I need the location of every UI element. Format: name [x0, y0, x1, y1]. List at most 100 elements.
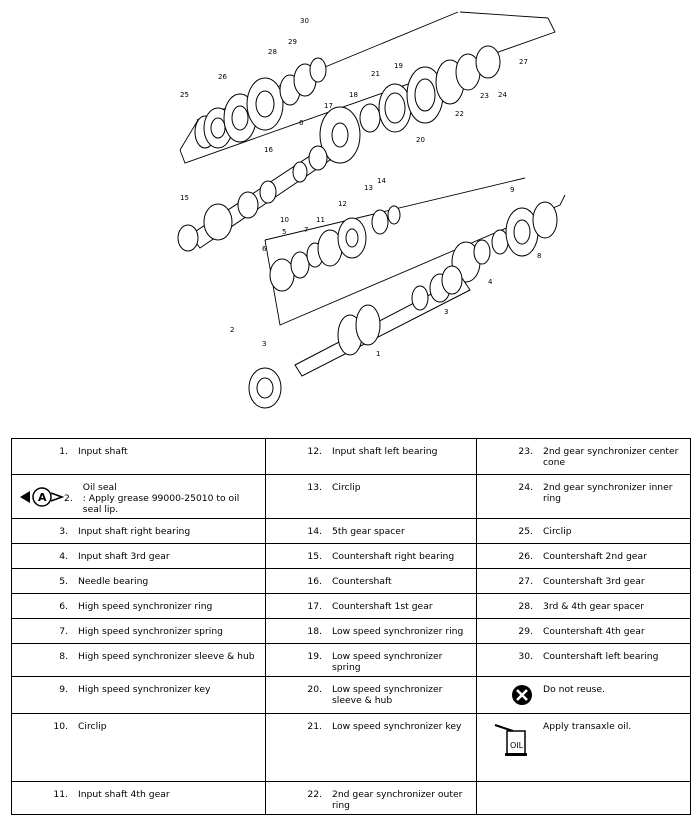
legend-item-number: 10.	[53, 721, 68, 732]
oil-can-icon: OIL	[493, 721, 533, 760]
legend-cell: 9.High speed synchronizer key	[11, 676, 266, 714]
legend-cell: 10. Circlip	[11, 713, 266, 782]
callout-15: 15	[180, 194, 189, 202]
legend-item-number: 16.	[307, 576, 322, 587]
callout-28: 28	[268, 48, 277, 56]
legend-item-number: 6.	[59, 601, 68, 612]
legend-item-number: 5.	[59, 576, 68, 587]
legend-cell: 18.Low speed synchronizer ring	[265, 618, 477, 644]
legend-item-label: Circlip	[78, 721, 107, 732]
grease-a-icon: A	[18, 485, 65, 512]
legend-item-number: 14.	[307, 526, 322, 537]
input-shaft-middle-parts	[269, 201, 558, 292]
legend-item-label: Low speed synchronizer key	[332, 721, 462, 732]
legend-item-label: 2nd gear synchronizer center cone	[543, 446, 679, 468]
legend-item-label: Input shaft 3rd gear	[78, 551, 170, 562]
legend-cell: 3.Input shaft right bearing	[11, 518, 266, 544]
callout-14: 14	[377, 177, 386, 185]
legend-row: 6.High speed synchronizer ring 17. Counter…	[11, 593, 691, 619]
callout-2: 2	[230, 326, 234, 334]
legend-cell: 26.Countershaft 2nd gear	[476, 543, 691, 569]
legend-item-label: Low speed synchronizer sleeve & hub	[332, 684, 443, 706]
legend-item-label: Input shaft	[78, 446, 128, 457]
legend-row: 3.Input shaft right bearing 14. 5th gear s…	[11, 518, 691, 544]
legend-cell: 4. Input shaft 3rd gear	[11, 543, 266, 569]
callout-9: 9	[510, 186, 514, 194]
callout-19: 19	[394, 62, 403, 70]
callout-30: 30	[300, 17, 309, 25]
callout-20: 20	[416, 136, 425, 144]
callout-5: 5	[282, 228, 286, 236]
callout-24: 24	[498, 91, 507, 99]
legend-item-number: 17.	[307, 601, 322, 612]
legend-item-number: 4.	[59, 551, 68, 562]
legend-item-label: Countershaft 1st gear	[332, 601, 433, 612]
legend-item-label: Countershaft left bearing	[543, 651, 659, 662]
legend-cell: 13.Circlip	[265, 474, 477, 519]
callout-25: 25	[180, 91, 189, 99]
legend-cell: 11.Input shaft 4th gear	[11, 781, 266, 815]
callout-7: 7	[304, 226, 308, 234]
legend-item-label: Countershaft 4th gear	[543, 626, 645, 637]
legend-item-label: 5th gear spacer	[332, 526, 405, 537]
legend-item-number: 22.	[307, 789, 322, 800]
legend-cell: 17. Countershaft 1st gear	[265, 593, 477, 619]
legend-cell: 27.Countershaft 3rd gear	[476, 568, 691, 594]
legend-item-label: Needle bearing	[78, 576, 149, 587]
callout-6: 6	[262, 245, 267, 253]
legend-cell: 7.High speed synchronizer spring	[11, 618, 266, 644]
legend-item-number: 8.	[59, 651, 68, 662]
callout-8: 8	[537, 252, 541, 260]
callout-4: 4	[488, 278, 493, 286]
callout-6b: 6	[299, 119, 304, 127]
legend-item-label: High speed synchronizer sleeve & hub	[78, 651, 255, 662]
callout-16: 16	[264, 146, 273, 154]
legend-item-number: 12.	[307, 446, 322, 457]
legend-cell: 23.2nd gear synchronizer center cone	[476, 438, 691, 475]
callout-1: 1	[376, 350, 380, 358]
legend-item-number: 30.	[518, 651, 533, 662]
legend-item-number: OIL	[483, 721, 543, 760]
callout-21: 21	[371, 70, 380, 78]
legend-item-label: High speed synchronizer spring	[78, 626, 223, 637]
legend-cell: 5. Needle bearing	[11, 568, 266, 594]
legend-item-label: Do not reuse.	[543, 684, 605, 695]
callout-29: 29	[288, 38, 297, 46]
legend-item-label: Circlip	[332, 482, 361, 493]
legend-cell: 6.High speed synchronizer ring	[11, 593, 266, 619]
legend-cell: 15.Countershaft right bearing	[265, 543, 477, 569]
legend-item-label: Countershaft	[332, 576, 392, 587]
svg-text:OIL: OIL	[510, 741, 524, 750]
legend-cell: 28.3rd & 4th gear spacer	[476, 593, 691, 619]
legend-item-number: 20.	[307, 684, 322, 695]
legend-row: 5. Needle bearing 16. Countershaft 27.Counte…	[11, 568, 691, 594]
callout-11: 11	[316, 216, 325, 224]
legend-cell: 19. Low speed synchronizer spring	[265, 643, 477, 677]
callout-17: 17	[324, 102, 333, 110]
legend-item-label: Countershaft 2nd gear	[543, 551, 647, 562]
legend-item-number: 1.	[59, 446, 68, 457]
exploded-diagram: 1 2 3 3 4 5 6 6 7 8 9 10 11 12 13 14 15 …	[177, 11, 566, 409]
callout-3: 3	[262, 340, 266, 348]
callout-10: 10	[280, 216, 289, 224]
legend-item-number: 29.	[518, 626, 533, 637]
legend-cell: 29. Countershaft 4th gear	[476, 618, 691, 644]
callout-3b: 3	[444, 308, 448, 316]
legend-item-number: 24.	[518, 482, 533, 493]
legend-item-number: 27.	[518, 576, 533, 587]
callout-18: 18	[349, 91, 358, 99]
legend-item-number: 19.	[307, 651, 322, 662]
legend-cell: 16. Countershaft	[265, 568, 477, 594]
legend-cell: 12. Input shaft left bearing	[265, 438, 477, 475]
legend-row: 4. Input shaft 3rd gear 15.Countershaft ri…	[11, 543, 691, 569]
input-shaft	[248, 265, 471, 409]
legend-item-number: 11.	[53, 789, 68, 800]
legend-item-number: 25.	[518, 526, 533, 537]
legend-cell: 8. High speed synchronizer sleeve & hub	[11, 643, 266, 677]
legend-item-label: Input shaft left bearing	[332, 446, 438, 457]
legend-item-label: 2nd gear synchronizer inner ring	[543, 482, 673, 504]
parts-legend-table: 1. Input shaft 12. Input shaft left bearing…	[11, 438, 691, 815]
legend-item-label: Low speed synchronizer spring	[332, 651, 443, 673]
